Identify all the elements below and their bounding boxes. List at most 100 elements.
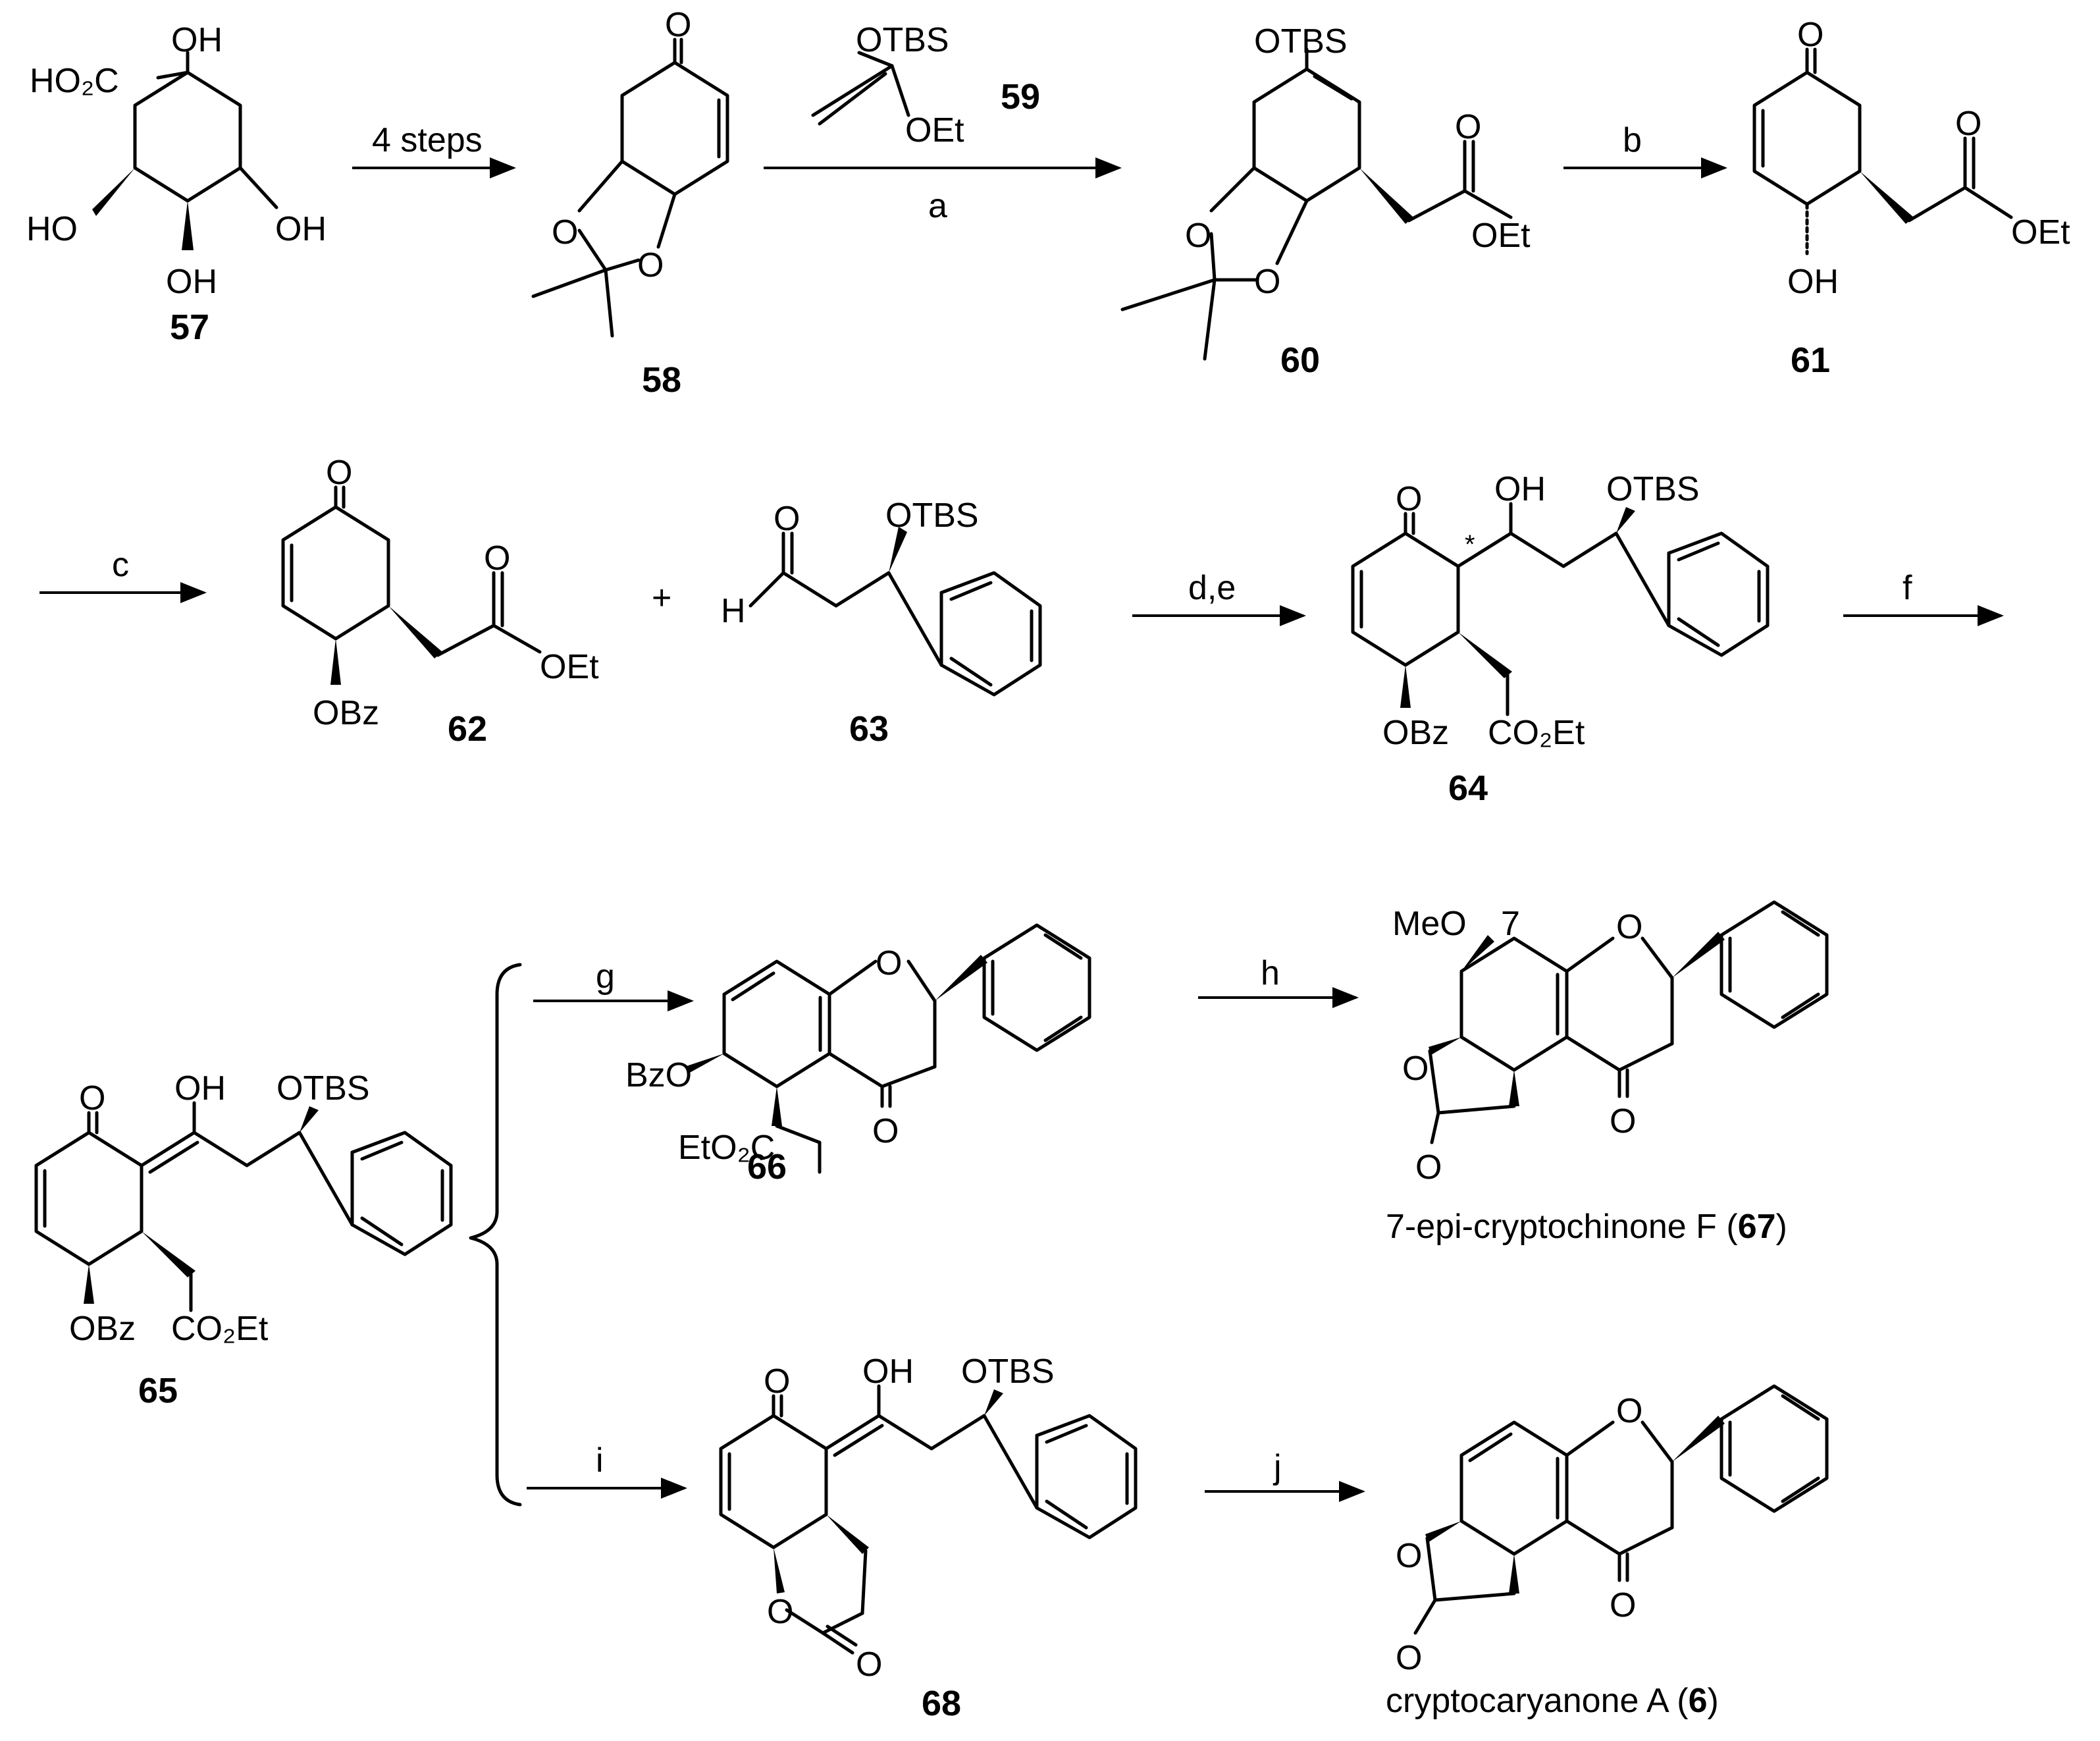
condition-label: a bbox=[928, 187, 947, 225]
compound-number: 66 bbox=[747, 1147, 787, 1187]
compound-6: O O O O cryptocaryanone A (6) bbox=[1386, 1384, 1829, 1720]
atom-oh: OH bbox=[174, 1069, 226, 1108]
branch-brace bbox=[469, 963, 522, 1507]
condition-label: f bbox=[1903, 569, 1912, 607]
condition-label: i bbox=[596, 1441, 604, 1480]
atom-oet: OEt bbox=[905, 111, 964, 149]
atom-o: O bbox=[1185, 217, 1211, 255]
condition-label: 4 steps bbox=[372, 121, 483, 159]
compound-number: 59 bbox=[1001, 77, 1040, 117]
atom-o: O bbox=[1616, 908, 1642, 946]
compound-name-6: cryptocaryanone A (6) bbox=[1386, 1682, 1719, 1720]
condition-label: b bbox=[1623, 121, 1642, 159]
atom-h: H bbox=[721, 592, 746, 630]
atom-o: O bbox=[876, 944, 902, 982]
atom-oh: OH bbox=[1494, 470, 1546, 508]
atom-o: O bbox=[1955, 105, 1982, 143]
atom-o: O bbox=[1415, 1148, 1442, 1187]
atom-ho2c: HO₂C bbox=[30, 62, 119, 100]
compound-57: OH HO₂C HO OH OH 57 bbox=[26, 21, 327, 347]
atom-o: O bbox=[484, 539, 510, 577]
atom-o: O bbox=[665, 6, 691, 44]
arrow-step-g: g bbox=[533, 957, 694, 1011]
atom-otbs: OTBS bbox=[1606, 470, 1700, 508]
atom-obz: OBz bbox=[1382, 714, 1449, 752]
atom-otbs: OTBS bbox=[276, 1069, 370, 1108]
arrow-step-a: a bbox=[764, 157, 1122, 225]
atom-o: O bbox=[1254, 263, 1280, 301]
atom-meo: MeO bbox=[1392, 905, 1467, 943]
compound-number: 65 bbox=[138, 1371, 178, 1410]
compound-66: O O BzO EtO₂C 66 bbox=[625, 923, 1091, 1187]
atom-o: O bbox=[1402, 1050, 1429, 1088]
atom-o: O bbox=[1610, 1586, 1636, 1624]
condition-label: d,e bbox=[1188, 569, 1236, 607]
atom-bzo: BzO bbox=[625, 1056, 692, 1094]
atom-oet: OEt bbox=[540, 648, 599, 686]
compound-number: 58 bbox=[642, 360, 681, 400]
compound-number: 57 bbox=[170, 308, 209, 347]
atom-o: O bbox=[1396, 1639, 1422, 1677]
compound-58: O O O 58 bbox=[531, 6, 729, 400]
compound-number: 64 bbox=[1448, 768, 1488, 808]
compound-number: 62 bbox=[448, 709, 487, 749]
condition-label: h bbox=[1261, 954, 1280, 992]
condition-label: c bbox=[112, 546, 129, 584]
atom-o: O bbox=[774, 500, 800, 538]
compound-number: 61 bbox=[1791, 340, 1830, 380]
atom-co2et: CO₂Et bbox=[1488, 714, 1585, 752]
compound-60: OTBS O O O OEt 60 bbox=[1120, 22, 1531, 380]
arrow-step-c: c bbox=[39, 546, 207, 603]
arrow-step-b: b bbox=[1563, 121, 1727, 178]
atom-o: O bbox=[856, 1646, 882, 1684]
compound-62: O OBz O OEt 62 bbox=[281, 454, 599, 749]
atom-eto2c: EtO₂C bbox=[678, 1129, 775, 1167]
reagent-59: OTBS OEt 59 bbox=[811, 21, 1040, 149]
compound-number: 68 bbox=[922, 1684, 961, 1723]
atom-o: O bbox=[1455, 108, 1481, 146]
condition-label: j bbox=[1273, 1448, 1282, 1486]
atom-o: O bbox=[79, 1079, 105, 1117]
plus-sign: + bbox=[652, 579, 671, 617]
atom-obz: OBz bbox=[313, 694, 379, 732]
atom-o: O bbox=[637, 246, 664, 284]
arrow-step-de: d,e bbox=[1132, 569, 1306, 626]
atom-obz: OBz bbox=[69, 1310, 136, 1348]
stereo-star: * bbox=[1465, 530, 1475, 559]
atom-o: O bbox=[1396, 480, 1422, 518]
atom-o: O bbox=[326, 454, 352, 492]
compound-61: O OH O OEt 61 bbox=[1752, 16, 2070, 380]
compound-68: O OH OTBS O O 68 bbox=[719, 1353, 1138, 1723]
atom-oh: OH bbox=[275, 210, 327, 248]
atom-o: O bbox=[552, 213, 578, 252]
atom-otbs: OTBS bbox=[885, 496, 979, 535]
arrow-step-j: j bbox=[1205, 1448, 1365, 1502]
atom-oh: OH bbox=[862, 1353, 914, 1391]
arrow-step-1: 4 steps bbox=[352, 121, 516, 178]
atom-o: O bbox=[764, 1362, 790, 1401]
atom-oet: OEt bbox=[1471, 217, 1531, 255]
arrow-step-f: f bbox=[1843, 569, 2004, 626]
compound-64: O * OH OTBS OBz CO₂Et 64 bbox=[1351, 470, 1770, 808]
atom-o: O bbox=[1616, 1392, 1642, 1430]
compound-65: O OH OTBS OBz CO₂Et 65 bbox=[34, 1069, 453, 1410]
compound-63: O H OTBS 63 bbox=[721, 496, 1042, 749]
atom-o: O bbox=[872, 1112, 899, 1150]
atom-otbs: OTBS bbox=[961, 1353, 1055, 1391]
atom-locant-7: 7 bbox=[1501, 905, 1520, 943]
atom-o: O bbox=[1610, 1102, 1636, 1140]
atom-oh: OH bbox=[171, 21, 223, 59]
arrow-step-i: i bbox=[527, 1441, 687, 1499]
compound-67: MeO 7 O O O O 7-epi-cryptochinone F (67) bbox=[1386, 900, 1829, 1246]
compound-number: 63 bbox=[849, 709, 889, 749]
arrow-step-h: h bbox=[1198, 954, 1359, 1008]
atom-o: O bbox=[1797, 16, 1824, 54]
atom-oh: OH bbox=[1787, 263, 1839, 301]
atom-ho: HO bbox=[26, 210, 78, 248]
atom-co2et: CO₂Et bbox=[171, 1310, 269, 1348]
atom-o: O bbox=[767, 1593, 793, 1631]
atom-otbs: OTBS bbox=[856, 21, 949, 59]
atom-oet: OEt bbox=[2011, 213, 2070, 252]
atom-o: O bbox=[1396, 1537, 1422, 1575]
